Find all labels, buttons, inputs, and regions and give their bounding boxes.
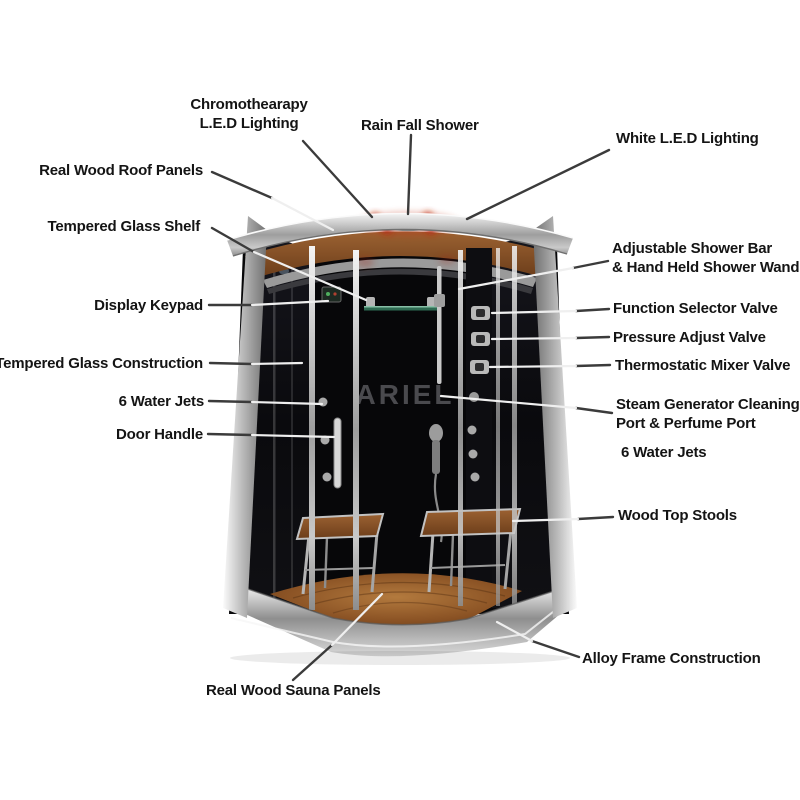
- label-thermostatic-mixer-valve: Thermostatic Mixer Valve: [615, 357, 791, 374]
- label-6-water-jets-left: 6 Water Jets: [118, 393, 205, 410]
- front-frame-bars: [309, 246, 517, 610]
- label-line: Port & Perfume Port: [616, 415, 756, 432]
- thermostatic-mixer-valve: [470, 360, 489, 374]
- label-function-selector-valve: Function Selector Valve: [613, 300, 778, 317]
- display-keypad: [321, 286, 342, 303]
- brand-logo: ARIEL: [356, 379, 455, 410]
- label-rain-fall-shower: Rain Fall Shower: [361, 117, 479, 134]
- label-line: L.E.D Lighting: [199, 115, 299, 132]
- glass-shelf: [364, 297, 438, 311]
- shower-illustration: ARIEL: [223, 212, 577, 665]
- alloy-column-left: [223, 216, 267, 618]
- valve-column: [466, 248, 492, 606]
- label-pressure-adjust-valve: Pressure Adjust Valve: [613, 329, 766, 346]
- label-line: Chromothearapy: [190, 96, 308, 113]
- label-line: & Hand Held Shower Wand: [612, 259, 800, 276]
- water-jets-right: [467, 425, 480, 482]
- label-wood-top-stools: Wood Top Stools: [618, 507, 737, 524]
- label-real-wood-roof-panels: Real Wood Roof Panels: [39, 162, 203, 179]
- steam-port: [469, 392, 479, 402]
- pressure-adjust-valve: [471, 332, 490, 346]
- label-line: Adjustable Shower Bar: [612, 240, 773, 257]
- wood-stool-left: [295, 512, 385, 595]
- label-steam-generator-cleaning-port: Steam Generator Cleaning Port & Perfume …: [616, 395, 800, 433]
- label-white-led-lighting: White L.E.D Lighting: [616, 130, 759, 147]
- function-selector-valve: [471, 306, 490, 320]
- door-handle: [333, 417, 342, 489]
- shower-bar-and-wand: [429, 266, 445, 543]
- label-tempered-glass-construction: Tempered Glass Construction: [0, 355, 203, 372]
- wood-stool-right: [419, 507, 522, 593]
- label-alloy-frame-construction: Alloy Frame Construction: [582, 650, 761, 667]
- label-adjustable-shower-bar: Adjustable Shower Bar & Hand Held Shower…: [612, 239, 800, 277]
- label-6-water-jets-right: 6 Water Jets: [621, 444, 707, 461]
- hand-shower-head: [429, 424, 443, 442]
- label-real-wood-sauna-panels: Real Wood Sauna Panels: [206, 682, 381, 699]
- label-line: Steam Generator Cleaning: [616, 396, 800, 413]
- alloy-column-right: [533, 216, 577, 618]
- label-door-handle: Door Handle: [116, 426, 203, 443]
- label-chromotherapy-led-lighting: Chromothearapy L.E.D Lighting: [188, 95, 310, 133]
- label-display-keypad: Display Keypad: [94, 297, 203, 314]
- label-tempered-glass-shelf: Tempered Glass Shelf: [47, 218, 201, 235]
